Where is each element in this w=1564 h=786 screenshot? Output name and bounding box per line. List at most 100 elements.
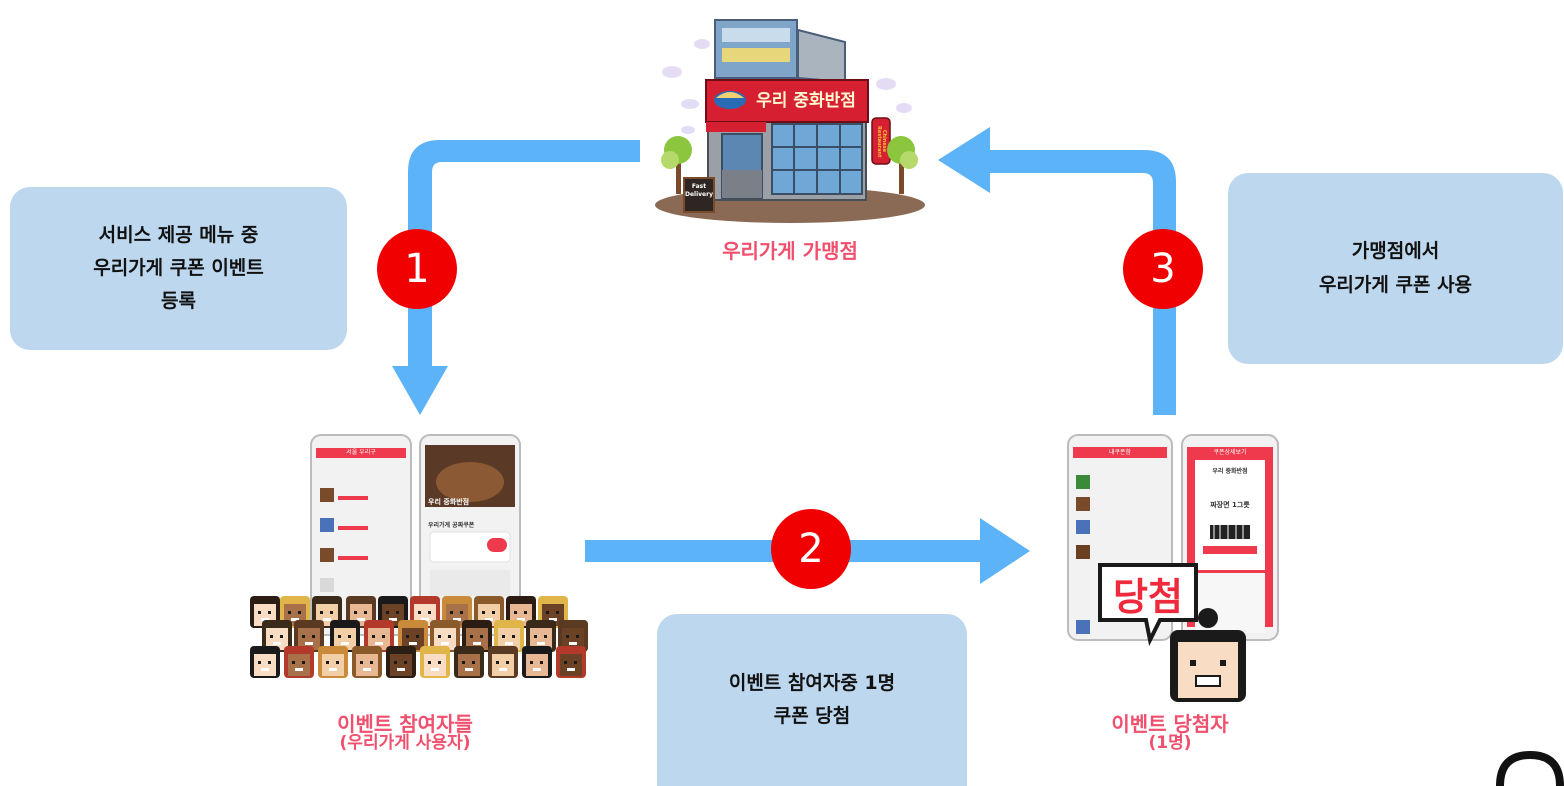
winner-caption-main: 이벤트 당첨자 <box>1111 712 1229 736</box>
step-1-badge: 1 <box>377 229 457 309</box>
crowd-person-eye <box>418 611 421 614</box>
crowd-person-mouth <box>329 668 337 671</box>
crowd-person-eye <box>406 635 409 638</box>
crowd-person-eye <box>258 611 261 614</box>
crowd-person-face <box>402 628 424 650</box>
store-illustration <box>655 19 925 223</box>
step-2-line-1: 이벤트 참여자중 1명 <box>728 671 896 694</box>
crowd-person-face <box>298 628 320 650</box>
crowd-person-face <box>288 654 310 676</box>
step-2-badge: 2 <box>771 509 851 589</box>
crowd-person-mouth <box>261 668 269 671</box>
winner-phone-right-title: 쿠폰상세보기 <box>1213 449 1247 456</box>
crowd-person-mouth <box>549 618 557 621</box>
crowd-person-mouth <box>421 618 429 621</box>
crowd-person-eye <box>354 611 357 614</box>
crowd-person-eye <box>394 661 397 664</box>
crowd-person-mouth <box>453 618 461 621</box>
crowd-person-eye <box>360 661 363 664</box>
crowd-person-eye <box>438 661 441 664</box>
crowd-person-mouth <box>261 618 269 621</box>
crowd-person-face <box>562 628 584 650</box>
crowd-person-mouth <box>305 642 313 645</box>
crowd-person-eye <box>386 611 389 614</box>
crowd-person-eye <box>302 635 305 638</box>
participants-phones <box>310 434 521 636</box>
crowd-person-face <box>368 628 390 650</box>
crowd-person-eye <box>460 611 463 614</box>
crowd-person-eye <box>320 611 323 614</box>
participants-caption-sub: (우리가게 사용자) <box>339 733 471 753</box>
crowd-person-eye <box>512 635 515 638</box>
crowd-person-eye <box>258 661 261 664</box>
crowd-person-eye <box>540 661 543 664</box>
step-3-line-1: 가맹점에서 <box>1351 240 1440 263</box>
store-board-line-2: Delivery <box>684 190 713 198</box>
crowd-person-mouth <box>397 668 405 671</box>
crowd-person-mouth <box>295 668 303 671</box>
crowd-person-eye <box>330 611 333 614</box>
crowd-person-eye <box>280 635 283 638</box>
crowd-person-eye <box>480 635 483 638</box>
crowd-person-eye <box>482 611 485 614</box>
crowd-person-mouth <box>273 642 281 645</box>
crowd-person-mouth <box>389 618 397 621</box>
step-1-line-1: 서비스 제공 메뉴 중 <box>98 223 259 246</box>
crowd-person-eye <box>514 611 517 614</box>
store-board-text: Fast Delivery <box>684 183 714 199</box>
participants-coupon-label: 우리가게 공짜쿠폰 <box>428 522 475 529</box>
crowd-person-face <box>530 628 552 650</box>
winner-coupon-item: 짜장면 1그릇 <box>1210 501 1250 509</box>
crowd-person-eye <box>336 661 339 664</box>
winner-phone-left-title: 내쿠폰함 <box>1108 449 1132 456</box>
crowd-person-mouth <box>357 618 365 621</box>
crowd-person-mouth <box>569 642 577 645</box>
crowd-person-eye <box>428 611 431 614</box>
crowd-person-eye <box>428 661 431 664</box>
store-side-sign: Chinese Restaurant <box>876 126 887 158</box>
crowd-person-eye <box>450 611 453 614</box>
step-3-badge: 3 <box>1123 229 1203 309</box>
crowd-person-eye <box>268 611 271 614</box>
crowd-person-eye <box>288 611 291 614</box>
crowd-person-eye <box>312 635 315 638</box>
crowd-person-eye <box>534 635 537 638</box>
crowd-person-face <box>424 654 446 676</box>
crowd-person-mouth <box>431 668 439 671</box>
crowd-person-eye <box>530 661 533 664</box>
crowd-person-mouth <box>341 642 349 645</box>
crowd-person-eye <box>492 611 495 614</box>
crowd-person-eye <box>372 635 375 638</box>
arrow-3 <box>938 127 1176 415</box>
step-1-line-2: 우리가게 쿠폰 이벤트 <box>93 256 264 279</box>
crowd-person-eye <box>348 635 351 638</box>
crowd-person-eye <box>292 661 295 664</box>
crowd-person-face <box>322 654 344 676</box>
participants-caption: 이벤트 참여자들 (우리가게 사용자) <box>290 714 520 753</box>
crowd-person-eye <box>546 611 549 614</box>
participants-phone-right-title: 우리 중화반점 <box>428 498 470 506</box>
crowd-person-eye <box>574 661 577 664</box>
crowd-person-face <box>390 654 412 676</box>
winner-coupon-store: 우리 중화반점 <box>1212 468 1248 475</box>
crowd-person-eye <box>496 661 499 664</box>
participants-phone-left-title: 서울 우리구 <box>346 449 376 456</box>
crowd-person-eye <box>576 635 579 638</box>
store-caption: 우리가게 가맹점 <box>722 239 858 263</box>
crowd-person-face <box>526 654 548 676</box>
crowd-person-eye <box>270 635 273 638</box>
crowd-person-face <box>254 654 276 676</box>
crowd-person-eye <box>524 611 527 614</box>
crowd-person-face <box>560 654 582 676</box>
crowd-person-mouth <box>499 668 507 671</box>
crowd-person-face <box>458 654 480 676</box>
crowd-person-mouth <box>291 618 299 621</box>
crowd-person-face <box>334 628 356 650</box>
step-1-line-3: 등록 <box>161 290 196 313</box>
step-3-line-2: 우리가게 쿠폰 사용 <box>1318 273 1473 296</box>
crowd-person-eye <box>556 611 559 614</box>
winner-caption-sub: (1명) <box>1148 733 1192 753</box>
crowd-person-eye <box>472 661 475 664</box>
crowd-person-mouth <box>517 618 525 621</box>
crowd-person-mouth <box>323 618 331 621</box>
